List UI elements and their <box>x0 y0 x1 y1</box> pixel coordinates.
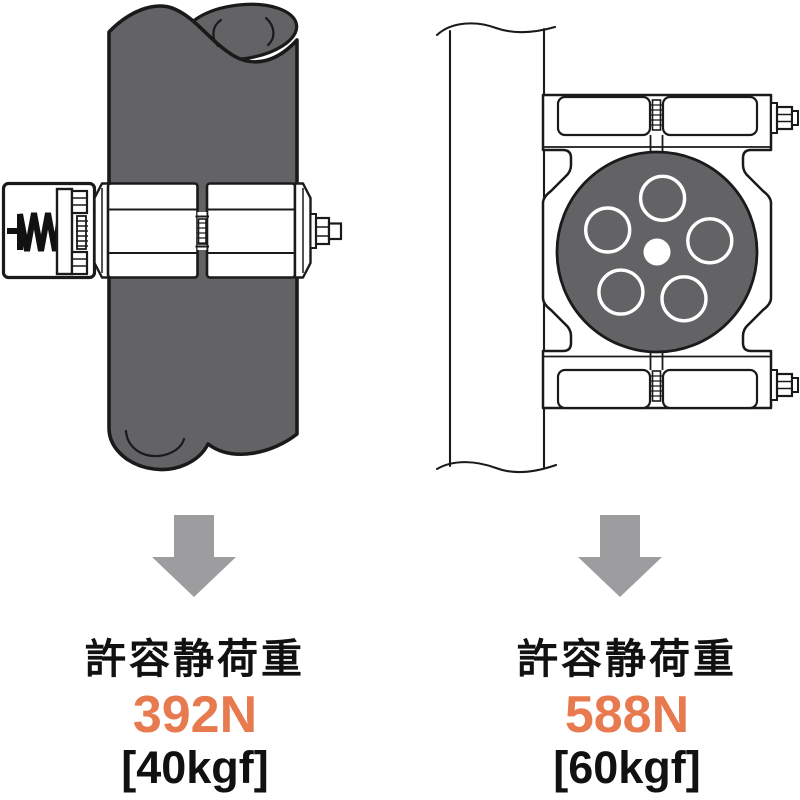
disc-center-hole <box>643 238 671 266</box>
clamp-block-right <box>205 182 297 279</box>
load-newton-value: 588N <box>564 686 690 745</box>
clamp-block-lines <box>108 208 295 254</box>
left-figure-illustration <box>1 2 343 472</box>
center-threaded-rod <box>195 212 209 250</box>
jaw-adjuster <box>70 189 89 276</box>
down-arrow-icon <box>152 515 236 597</box>
clamp-parting-lines <box>543 146 771 358</box>
load-title: 許容静荷重 <box>517 636 737 682</box>
coil-spring <box>7 212 63 252</box>
load-newton-value: 392N <box>132 686 258 745</box>
slider-plate <box>55 187 74 276</box>
right-figure-illustration <box>435 22 799 474</box>
load-title: 許容静荷重 <box>85 636 305 682</box>
clamp-block-left <box>106 182 199 279</box>
right-end-cap <box>293 182 312 279</box>
top-right-bolt <box>770 102 799 134</box>
left-load-label: 許容静荷重 392N [40kgf] <box>25 636 365 794</box>
pipe-outline <box>435 22 558 474</box>
load-kgf-value: [60kgf] <box>553 742 701 794</box>
vertical-threaded-rods <box>649 99 664 402</box>
down-arrow-icon <box>578 515 662 597</box>
load-kgf-value: [40kgf] <box>121 742 269 794</box>
right-load-label: 許容静荷重 588N [60kgf] <box>457 636 797 794</box>
pipe-inner-arcs <box>124 16 275 458</box>
bottom-right-bolt <box>770 369 799 401</box>
clamp-pads <box>556 95 759 410</box>
disc-holes <box>584 174 734 323</box>
side-bolt <box>309 213 343 249</box>
